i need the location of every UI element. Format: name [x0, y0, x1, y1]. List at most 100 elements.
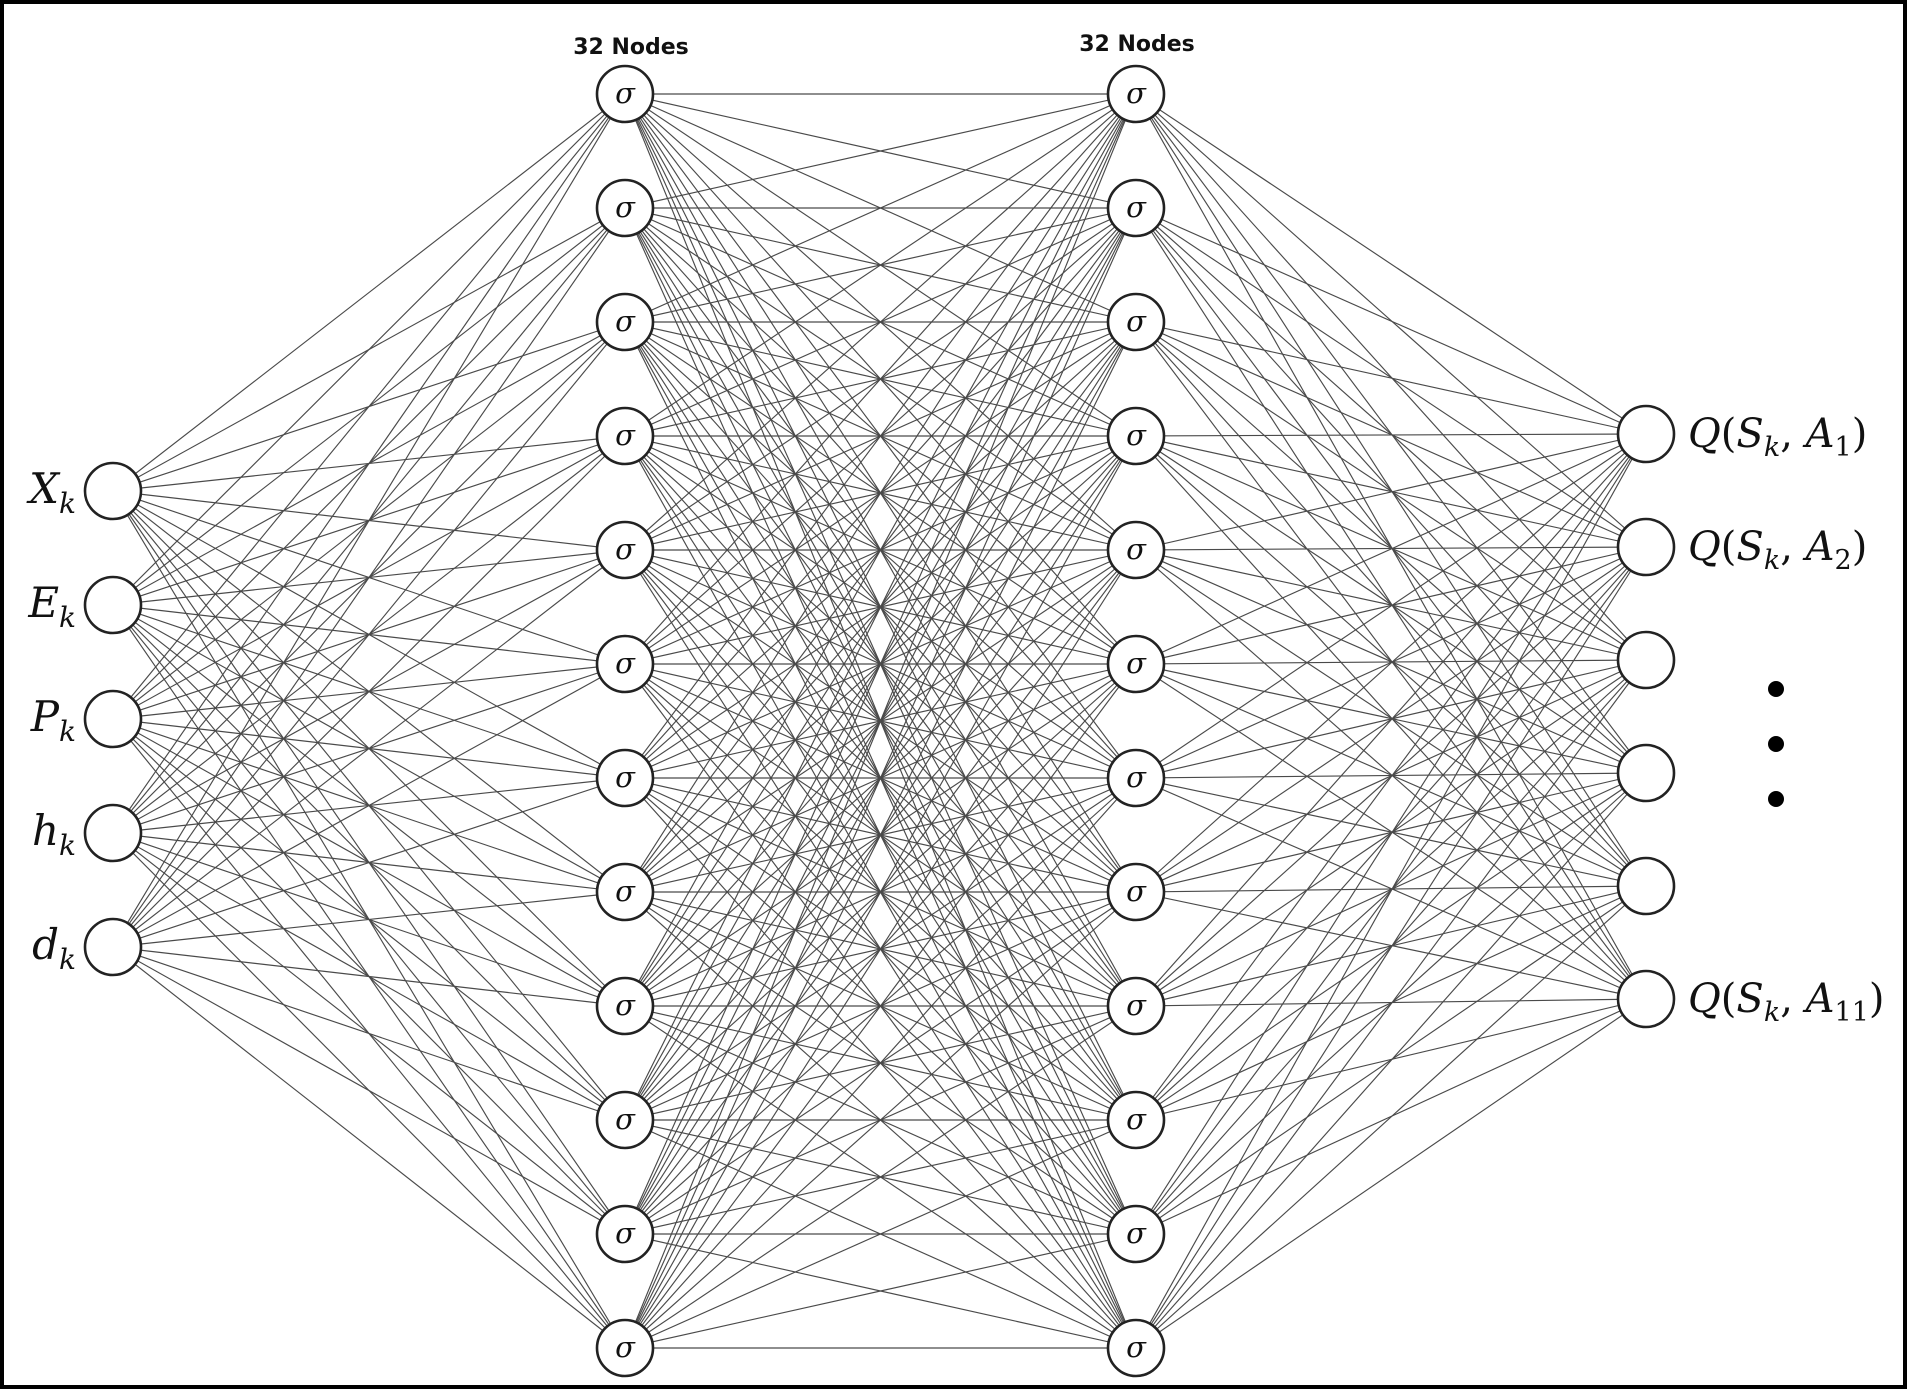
- sigma-activation-symbol: σ: [1126, 874, 1147, 908]
- output-node: [1616, 856, 1676, 916]
- hidden1-hidden2-connection: [624, 93, 1137, 1235]
- sigma-activation-symbol: σ: [1126, 760, 1147, 794]
- sigma-activation-symbol: σ: [1126, 1102, 1147, 1136]
- sigma-activation-symbol: σ: [615, 1102, 636, 1136]
- hidden2-output-connection: [1135, 885, 1647, 1349]
- hidden1-hidden2-connection: [624, 549, 1137, 1349]
- sigma-activation-symbol: σ: [1126, 418, 1147, 452]
- output-label: Q(Sk, A11): [1688, 976, 1884, 1028]
- input-label: Xk: [26, 464, 76, 520]
- hidden1-hidden2-connection: [624, 435, 1137, 1349]
- sigma-activation-symbol: σ: [615, 1216, 636, 1250]
- hidden-layer-1-node: [595, 634, 655, 694]
- output-node: [1616, 404, 1676, 464]
- hidden2-output-connection: [1135, 546, 1647, 1349]
- hidden-layer-1-node: [595, 520, 655, 580]
- hidden1-hidden2-connection: [624, 93, 1137, 437]
- hidden2-output-connection: [1135, 433, 1647, 1235]
- hidden2-output-connection: [1135, 433, 1647, 1349]
- hidden-layer-2-node: [1106, 862, 1166, 922]
- hidden-layer-2-node: [1106, 178, 1166, 238]
- hidden1-hidden2-connection: [624, 93, 1137, 551]
- hidden-layer-1-title: 32 Nodes: [573, 35, 689, 60]
- hidden1-hidden2-connection: [624, 93, 1137, 1121]
- hidden-layer-2-node: [1106, 520, 1166, 580]
- hidden1-hidden2-connection: [624, 1233, 1137, 1349]
- input-node: [83, 803, 143, 863]
- hidden-layer-1-node: [595, 1204, 655, 1264]
- connections: [112, 93, 1647, 1349]
- hidden2-output-connection: [1135, 433, 1647, 665]
- output-label: Q(Sk, A1): [1688, 411, 1867, 463]
- input-label: hk: [32, 806, 76, 862]
- hidden-layer-2-node: [1106, 64, 1166, 124]
- output-node: [1616, 743, 1676, 803]
- sigma-activation-symbol: σ: [615, 760, 636, 794]
- ellipsis-dot: [1768, 681, 1784, 697]
- sigma-activation-symbol: σ: [1126, 76, 1147, 110]
- input-node: [83, 917, 143, 977]
- hidden1-hidden2-connection: [624, 93, 1137, 893]
- input-hidden1-connection: [112, 777, 626, 948]
- sigma-activation-symbol: σ: [615, 532, 636, 566]
- input-hidden1-connection: [112, 435, 626, 948]
- hidden-layer-2-node: [1106, 1204, 1166, 1264]
- hidden2-output-connection: [1135, 433, 1647, 1121]
- hidden-layer-2-node: [1106, 748, 1166, 808]
- sigma-activation-symbol: σ: [615, 76, 636, 110]
- input-node: [83, 575, 143, 635]
- hidden2-output-connection: [1135, 659, 1647, 1349]
- sigma-activation-symbol: σ: [1126, 988, 1147, 1022]
- hidden2-output-connection: [1135, 321, 1647, 435]
- sigma-activation-symbol: σ: [1126, 1330, 1147, 1364]
- input-node: [83, 689, 143, 749]
- hidden1-hidden2-connection: [624, 93, 1137, 665]
- hidden-layer-2-node: [1106, 976, 1166, 1036]
- sigma-activation-symbol: σ: [1126, 190, 1147, 224]
- hidden-layer-1-node: [595, 862, 655, 922]
- sigma-activation-symbol: σ: [615, 190, 636, 224]
- input-hidden1-connection: [112, 93, 626, 720]
- hidden1-hidden2-connection: [624, 93, 1137, 779]
- output-node: [1616, 969, 1676, 1029]
- input-hidden1-connection: [112, 946, 626, 1121]
- hidden1-hidden2-connection: [624, 1005, 1137, 1349]
- output-node: [1616, 630, 1676, 690]
- input-label: Ek: [27, 578, 76, 634]
- input-label: dk: [32, 920, 76, 976]
- ellipsis-dot: [1768, 736, 1784, 752]
- input-hidden1-connection: [112, 549, 626, 948]
- sigma-activation-symbol: σ: [615, 646, 636, 680]
- hidden-layer-2-node: [1106, 1090, 1166, 1150]
- input-hidden1-connection: [112, 946, 626, 1007]
- hidden1-hidden2-connection: [624, 93, 1137, 209]
- input-hidden1-connection: [112, 663, 626, 948]
- sigma-activation-symbol: σ: [1126, 646, 1147, 680]
- ellipsis-dot: [1768, 791, 1784, 807]
- hidden-layer-1-node: [595, 1318, 655, 1378]
- hidden-layer-2-title: 32 Nodes: [1079, 32, 1195, 57]
- hidden1-hidden2-connection: [624, 777, 1137, 1349]
- output-label: Q(Sk, A2): [1688, 524, 1867, 576]
- hidden1-hidden2-connection: [624, 93, 1137, 1007]
- input-hidden1-connection: [112, 891, 626, 948]
- hidden2-output-connection: [1135, 433, 1647, 893]
- sigma-activation-symbol: σ: [615, 988, 636, 1022]
- hidden-layer-2-node: [1106, 406, 1166, 466]
- hidden2-output-connection: [1135, 93, 1647, 435]
- hidden-layer-1-node: [595, 292, 655, 352]
- input-hidden1-connection: [112, 207, 626, 948]
- hidden1-hidden2-connection: [624, 207, 1137, 1349]
- hidden2-output-connection: [1135, 433, 1647, 437]
- hidden-layer-2-node: [1106, 1318, 1166, 1378]
- hidden1-hidden2-connection: [624, 93, 1137, 323]
- hidden-layer-1-node: [595, 976, 655, 1036]
- sigma-activation-symbol: σ: [1126, 532, 1147, 566]
- input-hidden1-connection: [112, 93, 626, 948]
- sigma-activation-symbol: σ: [615, 1330, 636, 1364]
- hidden1-hidden2-connection: [624, 321, 1137, 1349]
